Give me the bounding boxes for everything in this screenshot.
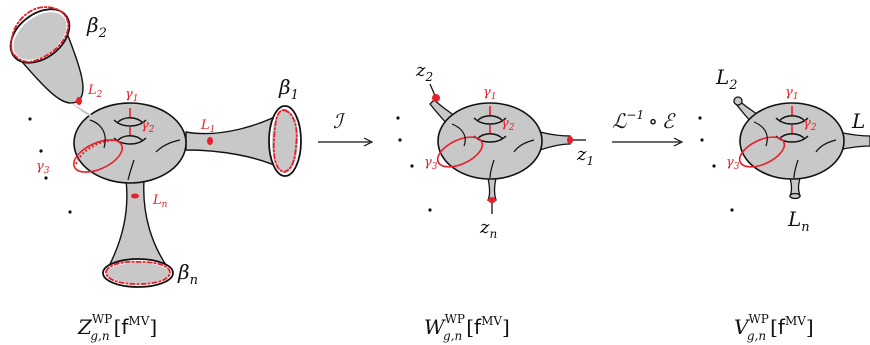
panel-1-dots <box>28 117 72 214</box>
label-gamma3: γ3 <box>36 159 50 176</box>
panel-2-dots <box>396 116 432 212</box>
label-v-Ln: Ln <box>787 207 810 235</box>
panel-1-seams <box>89 119 181 181</box>
label-beta2: β2 <box>86 13 107 41</box>
label-w-gamma2: γ2 <box>501 116 515 133</box>
panel-3-seams <box>753 121 837 179</box>
label-z2: z2 <box>415 60 433 84</box>
label-v-gamma2: γ2 <box>803 116 817 133</box>
panel-2-seams <box>451 123 535 179</box>
panel-2-punctures <box>429 83 586 214</box>
label-gamma2: γ2 <box>141 118 155 135</box>
label-L2: L2 <box>87 83 103 100</box>
boundary-beta2 <box>9 6 71 64</box>
panel-1-surface <box>14 18 286 269</box>
label-v-L2: L2 <box>715 65 738 93</box>
label-z1: z1 <box>576 144 594 168</box>
arrow-1 <box>318 137 374 147</box>
label-v-gamma1: γ1 <box>785 85 799 102</box>
label-v-gamma3: γ3 <box>726 155 740 172</box>
arrow-1-label: ℐ <box>333 109 346 133</box>
label-beta1: β1 <box>278 75 299 103</box>
panel-1-holes <box>113 117 147 145</box>
label-betan: βn <box>177 260 198 288</box>
arrow-2-label: ℒ−1∘ℰ <box>612 108 676 133</box>
label-gamma1: γ1 <box>125 87 139 104</box>
label-v-L1: L <box>851 109 865 133</box>
boundary-betan <box>102 258 174 288</box>
panel-3-gamma-curves <box>738 106 793 168</box>
label-w-gamma3: γ3 <box>424 155 438 172</box>
panel-2-surface <box>429 99 571 201</box>
panel-2-gamma-curves <box>436 106 491 168</box>
label-L1: L1 <box>200 118 215 135</box>
arrow-2 <box>612 137 684 147</box>
panel-1-L-markers <box>76 97 213 199</box>
panel-3-surface <box>733 96 870 200</box>
label-Ln: Ln <box>152 193 168 210</box>
label-w-gamma1: γ1 <box>483 85 497 102</box>
panel-3-dots <box>698 116 734 212</box>
boundary-beta1 <box>268 105 302 177</box>
label-zn: zn <box>479 217 497 241</box>
panel-1-gamma-curves <box>73 108 131 173</box>
